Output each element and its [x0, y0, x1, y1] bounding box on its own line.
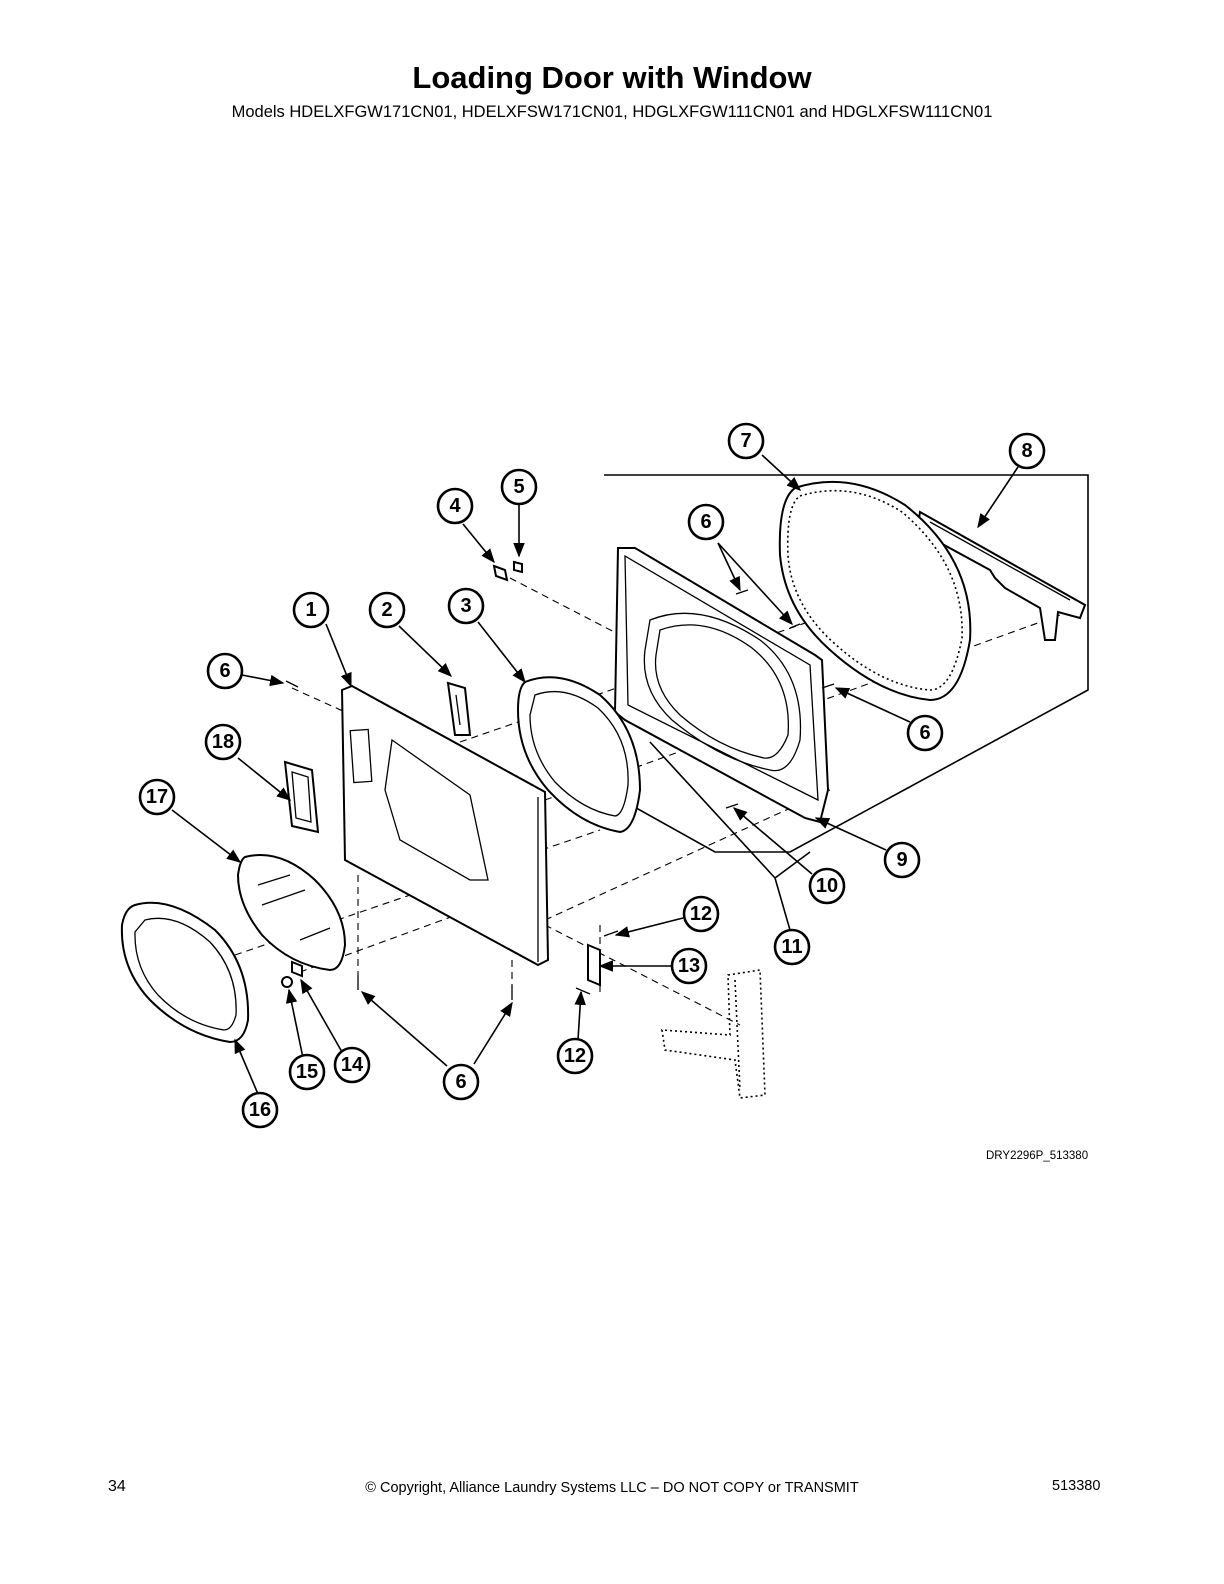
handle-insert-part: [283, 760, 320, 834]
svg-text:14: 14: [341, 1054, 364, 1076]
svg-text:17: 17: [146, 786, 168, 808]
callout-5: 5: [500, 468, 538, 506]
document-number: 513380: [1052, 1478, 1101, 1494]
svg-text:6: 6: [700, 511, 711, 533]
svg-text:2: 2: [381, 599, 392, 621]
door-seal-gasket-part: [778, 480, 972, 702]
callout-15: 15: [288, 1053, 326, 1091]
svg-text:1: 1: [305, 599, 316, 621]
callout-13: 13: [670, 947, 708, 985]
callout-1: 1: [292, 591, 330, 629]
cabinet-phantom-outline: [661, 969, 766, 1099]
callout-4: 4: [436, 487, 474, 525]
callout-18: 18: [204, 723, 242, 761]
svg-text:9: 9: [896, 849, 907, 871]
glass-window-part: [236, 854, 347, 972]
callout-11: 11: [773, 928, 811, 966]
callout-16: 16: [241, 1091, 279, 1129]
svg-text:4: 4: [449, 495, 461, 517]
callout-17: 17: [138, 778, 176, 816]
svg-text:6: 6: [219, 660, 230, 682]
svg-text:3: 3: [460, 595, 471, 617]
svg-text:8: 8: [1021, 440, 1032, 462]
window-trim-ring-part: [120, 901, 250, 1044]
page-number: 34: [108, 1478, 126, 1495]
latch-bracket-part: [446, 681, 472, 736]
callout-12-upper: 12: [682, 895, 720, 933]
callout-8: 8: [1008, 432, 1046, 470]
page-subtitle: Models HDELXFGW171CN01, HDELXFSW171CN01,…: [231, 103, 993, 121]
svg-text:13: 13: [678, 955, 700, 977]
svg-text:12: 12: [690, 903, 712, 925]
leader-lines: [171, 454, 1019, 1095]
inner-door-panel-part: [613, 547, 830, 824]
svg-text:7: 7: [740, 430, 751, 452]
callout-14: 14: [333, 1046, 371, 1084]
svg-text:10: 10: [816, 875, 838, 897]
svg-text:5: 5: [513, 476, 524, 498]
callout-6-left: 6: [206, 652, 244, 690]
callout-10: 10: [808, 867, 846, 905]
svg-text:15: 15: [296, 1061, 318, 1083]
callout-7: 7: [727, 422, 765, 460]
svg-text:6: 6: [455, 1071, 466, 1093]
svg-text:16: 16: [249, 1099, 271, 1121]
outer-door-panel-part: [340, 684, 550, 967]
figure-code: DRY2296P_513380: [986, 1150, 1089, 1162]
svg-text:12: 12: [564, 1045, 586, 1067]
svg-text:6: 6: [919, 722, 930, 744]
callout-12-lower: 12: [556, 1037, 594, 1075]
callout-6-bottom: 6: [442, 1063, 480, 1101]
svg-text:11: 11: [781, 936, 802, 958]
copyright-notice: © Copyright, Alliance Laundry Systems LL…: [365, 1480, 859, 1496]
window-frame-part: [516, 676, 642, 834]
subassembly-bracket: [603, 474, 1089, 853]
callout-2: 2: [368, 591, 406, 629]
callout-3: 3: [447, 587, 485, 625]
callout-9: 9: [883, 841, 921, 879]
page-title: Loading Door with Window: [412, 60, 812, 95]
callout-6-upper: 6: [687, 503, 725, 541]
callout-6-right: 6: [906, 714, 944, 752]
svg-text:18: 18: [212, 731, 234, 753]
